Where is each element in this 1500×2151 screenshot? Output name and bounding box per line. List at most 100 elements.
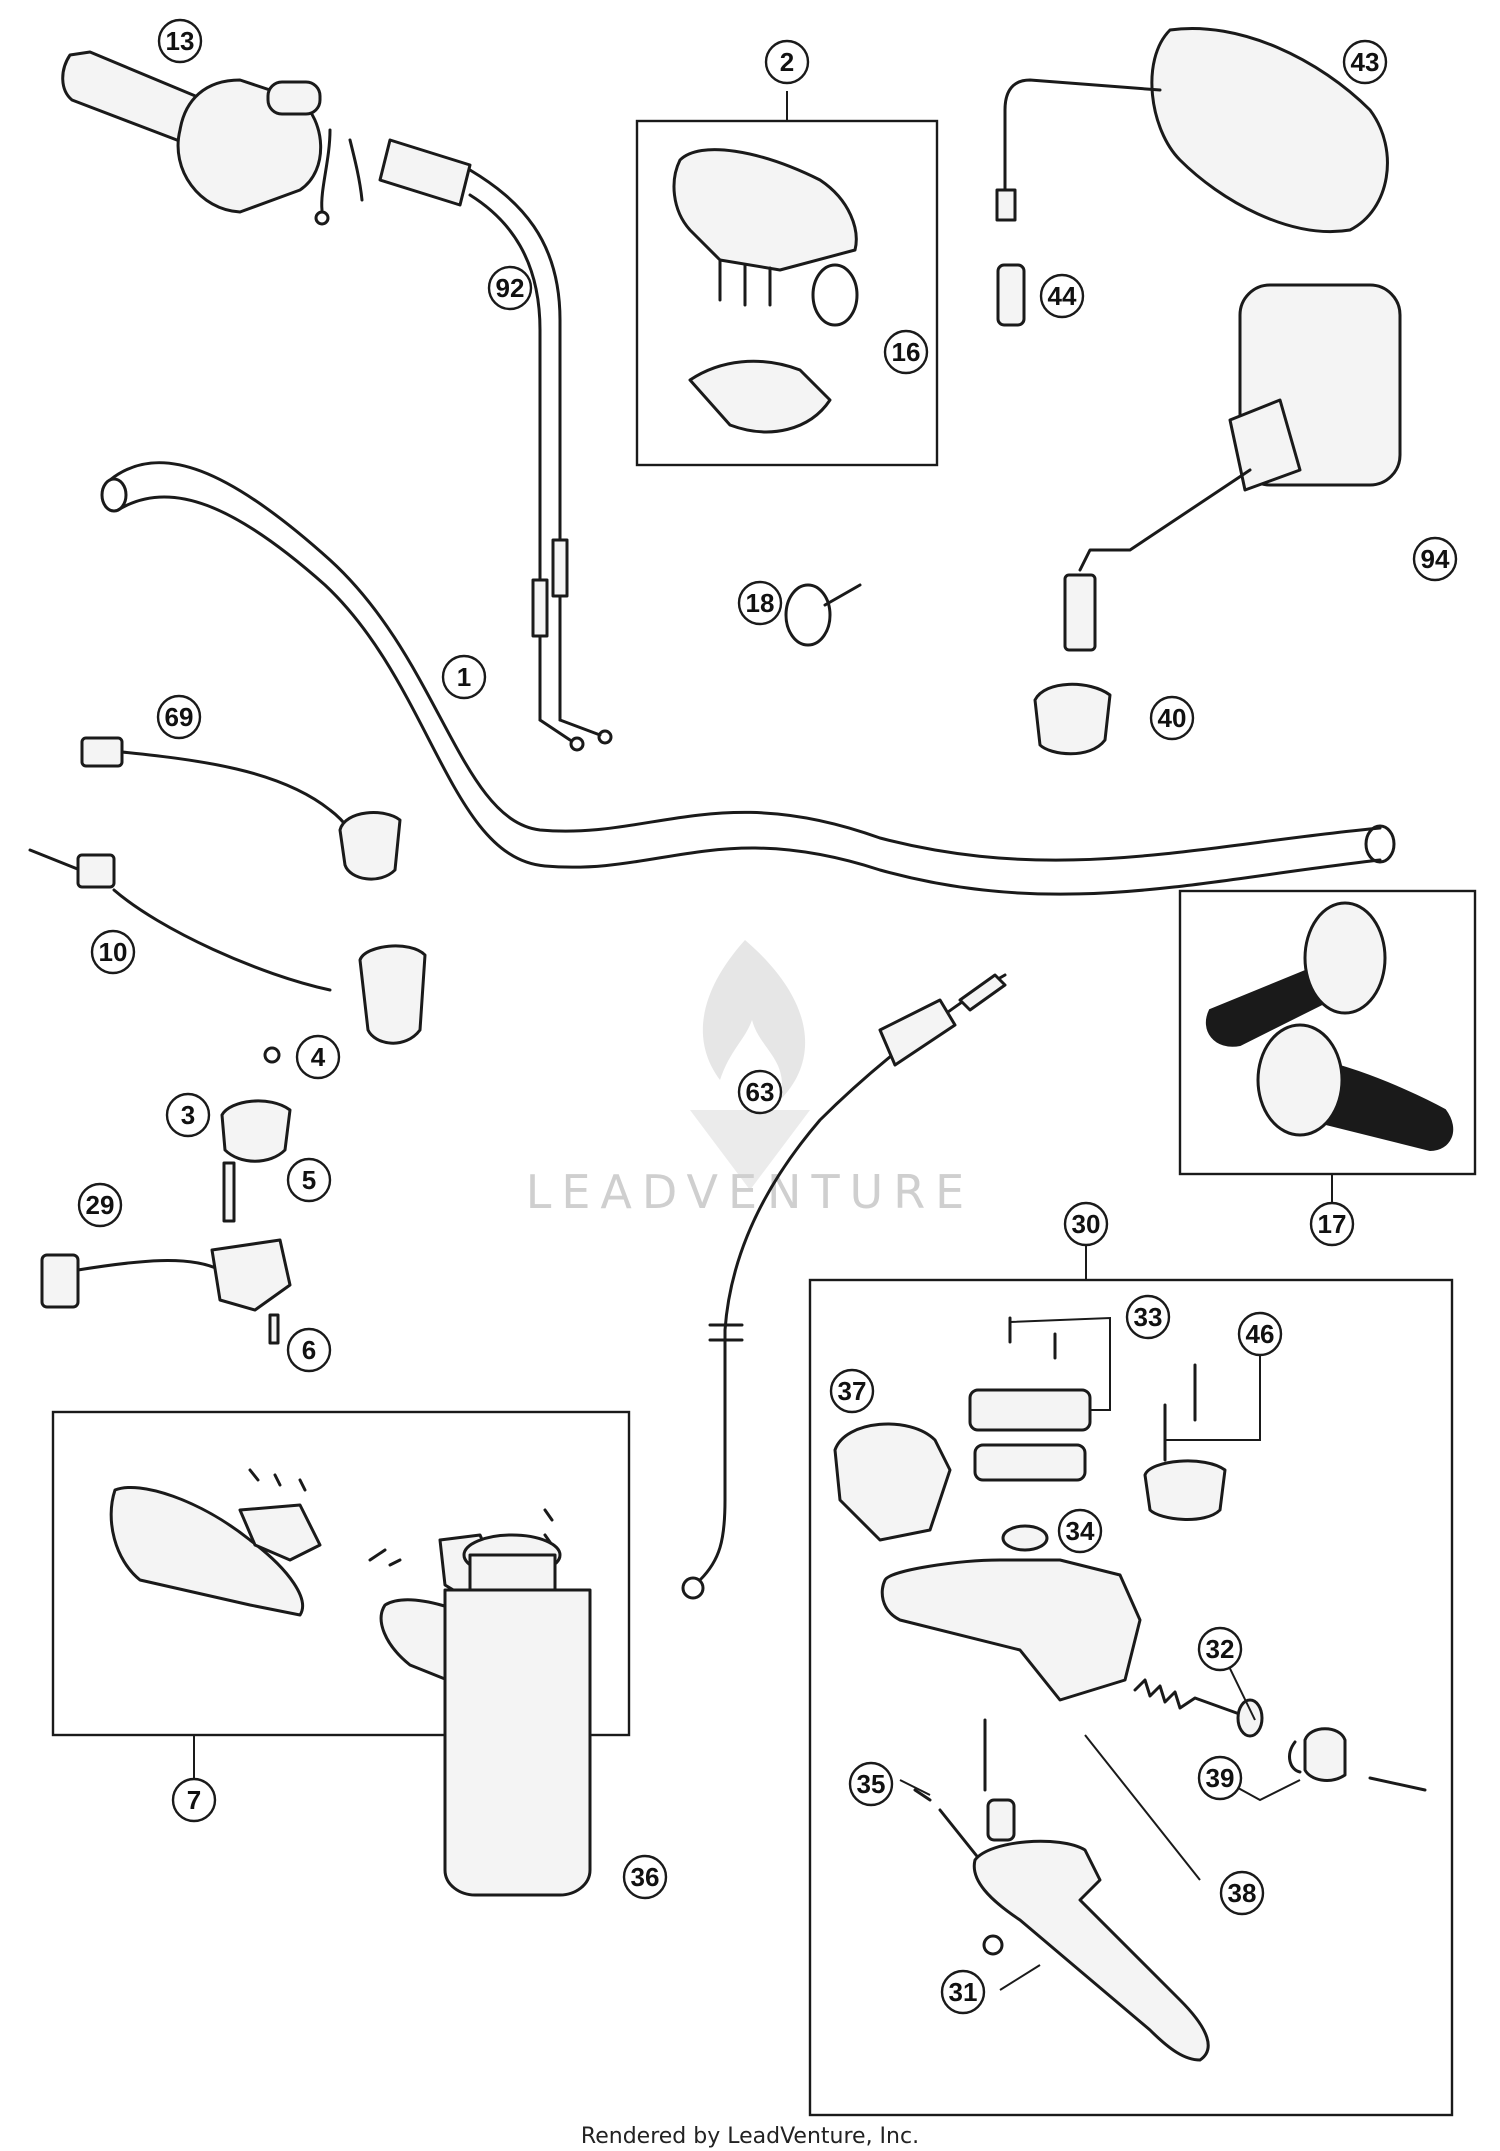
switch-69-connector bbox=[80, 736, 124, 768]
switch-29 bbox=[40, 1238, 292, 1312]
reservoir-gasket bbox=[973, 1443, 1087, 1482]
mirror-43 bbox=[995, 27, 1389, 233]
handlebar-pad-insert bbox=[688, 359, 832, 434]
screw-5 bbox=[222, 1161, 236, 1223]
mirror-43-stem bbox=[1003, 78, 1162, 192]
handlebar-outline bbox=[108, 461, 1382, 862]
mirror-adapter-44 bbox=[996, 263, 1026, 327]
screw-6 bbox=[268, 1313, 280, 1345]
bracket-3 bbox=[220, 1099, 292, 1163]
brake-fluid-36-can bbox=[443, 1588, 592, 1897]
handlebar-pad-clip bbox=[718, 258, 772, 307]
lever-nut-31 bbox=[982, 1934, 1004, 1956]
switch-29-connector bbox=[40, 1253, 80, 1309]
callout-33: 33 bbox=[1125, 1294, 1171, 1340]
callout-5: 5 bbox=[286, 1157, 332, 1203]
circlip bbox=[1288, 1740, 1302, 1774]
cable-a bbox=[468, 168, 562, 722]
callout-43: 43 bbox=[1342, 39, 1388, 85]
screws-33 bbox=[1008, 1316, 1057, 1360]
switch-10 bbox=[28, 848, 427, 1045]
footer-credit: Rendered by LeadVenture, Inc. bbox=[580, 2124, 920, 2149]
spring-35 bbox=[913, 1788, 982, 1862]
callout-39: 39 bbox=[1197, 1755, 1243, 1801]
nut-4 bbox=[263, 1046, 281, 1064]
svg-text:69: 69 bbox=[165, 702, 194, 732]
switch-10-wire bbox=[112, 888, 332, 992]
svg-text:32: 32 bbox=[1206, 1634, 1235, 1664]
switch-29-wire bbox=[76, 1259, 222, 1272]
callout-35: 35 bbox=[848, 1761, 894, 1807]
box-brake-master bbox=[808, 1278, 1454, 2117]
watermark: LEADVENTURE bbox=[526, 940, 975, 1219]
callout-36: 36 bbox=[622, 1854, 668, 1900]
switch-29-body bbox=[210, 1238, 292, 1312]
handlebar-end-right bbox=[1364, 824, 1396, 864]
svg-text:6: 6 bbox=[302, 1335, 316, 1365]
callout-94: 94 bbox=[1412, 536, 1458, 582]
throttle-wire bbox=[320, 128, 364, 212]
callout-2: 2 bbox=[764, 39, 810, 85]
svg-text:38: 38 bbox=[1228, 1878, 1257, 1908]
handguard-screws bbox=[248, 1468, 554, 1567]
reservoir-cap bbox=[968, 1388, 1092, 1432]
grips-17 bbox=[1205, 901, 1454, 1152]
bushing-38 bbox=[986, 1798, 1016, 1842]
switch-69 bbox=[80, 736, 402, 881]
callout-92: 92 bbox=[487, 265, 533, 311]
mirror-43-head bbox=[1150, 27, 1389, 233]
switch-10-lead bbox=[28, 848, 82, 872]
svg-text:1: 1 bbox=[457, 662, 471, 692]
svg-text:37: 37 bbox=[838, 1376, 867, 1406]
svg-text:43: 43 bbox=[1351, 47, 1380, 77]
callout-3: 3 bbox=[165, 1092, 211, 1138]
callout-7: 7 bbox=[171, 1777, 217, 1823]
callout-69: 69 bbox=[156, 694, 202, 740]
leader-33 bbox=[1009, 1316, 1111, 1411]
callout-31: 31 bbox=[940, 1969, 986, 2015]
mirror-94-stem bbox=[1078, 468, 1252, 572]
switch-10-body bbox=[358, 944, 427, 1045]
clutch-cable-63-adjuster bbox=[958, 973, 1007, 1012]
svg-text:7: 7 bbox=[187, 1785, 201, 1815]
cable-boot bbox=[378, 138, 472, 207]
switch-10-connector bbox=[76, 853, 116, 889]
brake-fluid-36-neck bbox=[468, 1553, 557, 1592]
group-boxes bbox=[51, 91, 1477, 2117]
brake-master-cylinder bbox=[833, 1316, 1427, 2062]
svg-text:17: 17 bbox=[1318, 1209, 1347, 1239]
throttle-cables bbox=[378, 138, 613, 752]
svg-text:39: 39 bbox=[1206, 1763, 1235, 1793]
callout-40: 40 bbox=[1149, 695, 1195, 741]
svg-text:63: 63 bbox=[746, 1077, 775, 1107]
watermark-text: LEADVENTURE bbox=[526, 1165, 975, 1219]
callout-4: 4 bbox=[295, 1034, 341, 1080]
callout-38: 38 bbox=[1219, 1870, 1265, 1916]
callout-17: 17 bbox=[1309, 1201, 1355, 1247]
svg-text:10: 10 bbox=[99, 937, 128, 967]
piston-32 bbox=[1236, 1698, 1264, 1738]
brake-fluid-36 bbox=[443, 1533, 592, 1897]
svg-text:33: 33 bbox=[1134, 1302, 1163, 1332]
svg-text:94: 94 bbox=[1421, 544, 1450, 574]
clutch-cable-63-end bbox=[681, 1576, 705, 1600]
svg-text:36: 36 bbox=[631, 1862, 660, 1892]
callout-16: 16 bbox=[883, 329, 929, 375]
svg-text:4: 4 bbox=[311, 1042, 326, 1072]
mirror-clamp-40 bbox=[1033, 682, 1112, 756]
throttle-assembly bbox=[61, 50, 364, 226]
callout-29: 29 bbox=[77, 1182, 123, 1228]
throttle-wire-terminal bbox=[314, 210, 330, 226]
callout-18: 18 bbox=[737, 580, 783, 626]
cable-adjuster-a bbox=[551, 538, 569, 598]
throttle-cable-port bbox=[266, 80, 322, 116]
grip-right-flange bbox=[1256, 1023, 1344, 1137]
svg-text:16: 16 bbox=[892, 337, 921, 367]
svg-text:34: 34 bbox=[1066, 1516, 1095, 1546]
mirror-94-thread bbox=[1063, 573, 1097, 652]
watermark-flame-icon bbox=[702, 940, 806, 1100]
callout-32: 32 bbox=[1197, 1626, 1243, 1672]
svg-text:46: 46 bbox=[1246, 1319, 1275, 1349]
callout-10: 10 bbox=[90, 929, 136, 975]
